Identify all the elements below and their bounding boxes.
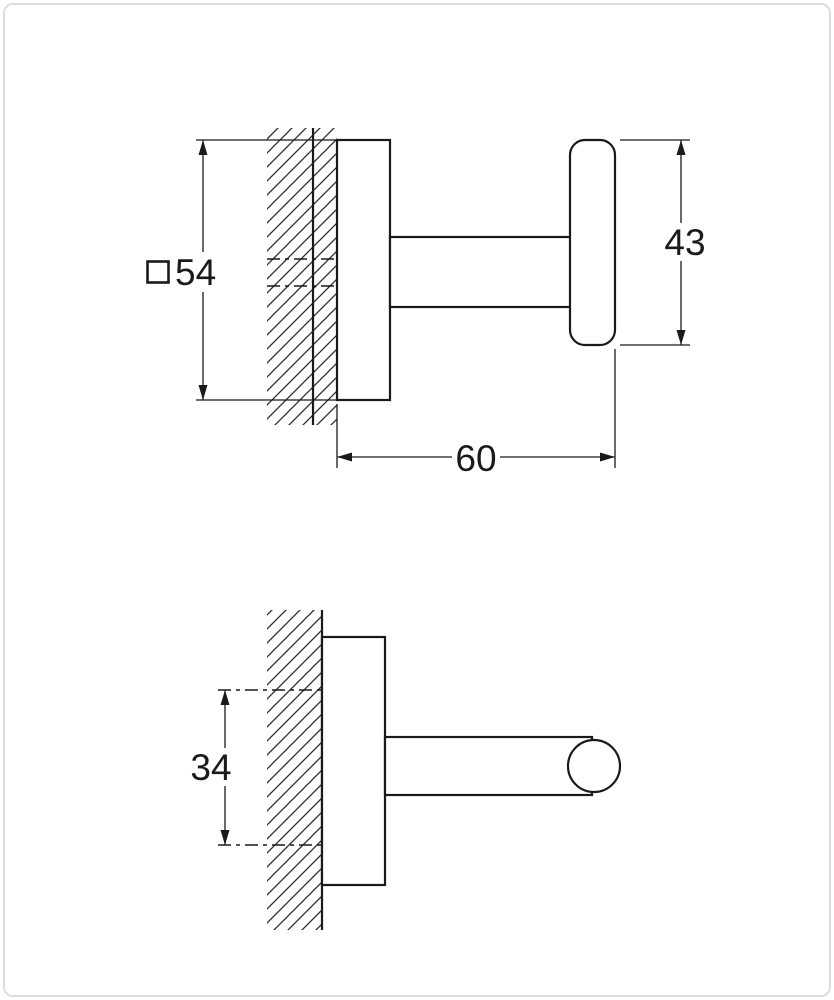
dimension-label-43: 43 [664,222,705,263]
arrow-up-icon [676,140,686,155]
dimension-label-60: 60 [455,438,496,479]
arrow-left-icon [337,452,352,462]
hook-arm-side [388,235,576,309]
dimension-plate-height: 54 [140,139,337,401]
wall-hatch [267,128,337,425]
dimension-label-34: 34 [190,747,231,788]
dimension-hook-height: 43 [620,139,709,346]
wall-plate-side [335,138,392,402]
arrow-down-icon [198,385,208,400]
side-view: 54 43 60 [140,128,709,479]
arrow-down-icon [220,830,230,845]
dimension-fixing-span: 34 [188,689,322,846]
arrow-right-icon [600,452,615,462]
label-mask [140,252,224,292]
hook-arm-plan [383,735,594,797]
dimension-projection: 60 [336,349,616,479]
label-mask [188,748,235,786]
label-mask [662,223,709,261]
arrow-down-icon [676,330,686,345]
square-section-symbol-icon [146,260,170,284]
hook-end-cap-plan [566,738,622,794]
dimension-label-54: 54 [175,252,216,293]
wall-plate-plan [320,635,387,887]
label-mask [452,439,500,477]
hook-end-cap-side [568,138,617,347]
arrow-up-icon [198,140,208,155]
wall-hatch [267,610,322,930]
arrow-up-icon [220,690,230,705]
plan-view: 34 [188,610,622,930]
